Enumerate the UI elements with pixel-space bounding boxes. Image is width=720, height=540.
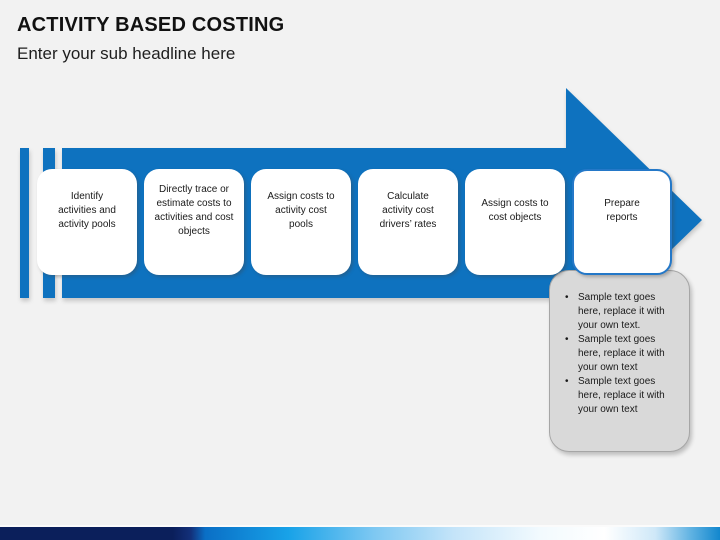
step-label: Prepare reports <box>604 198 640 223</box>
bottom-accent-bar <box>0 525 720 540</box>
step-box-trace-costs: Directly trace or estimate costs to acti… <box>144 169 244 275</box>
step-label: Identify activities and activity pools <box>58 191 116 230</box>
step-label: Calculate activity cost drivers’ rates <box>379 191 437 230</box>
step-label: Assign costs to activity cost pools <box>267 191 335 230</box>
list-item: • Sample text goes here, replace it with… <box>565 291 681 333</box>
slide-header: ACTIVITY BASED COSTING Enter your sub he… <box>17 13 667 64</box>
bullet-text: Sample text goes here, replace it with y… <box>578 292 665 331</box>
callout: • Sample text goes here, replace it with… <box>549 270 690 452</box>
bullet-icon: • <box>565 292 569 303</box>
bullet-text: Sample text goes here, replace it with y… <box>578 334 665 373</box>
bullet-list: • Sample text goes here, replace it with… <box>565 291 681 417</box>
step-box-identify-activities: Identify activities and activity pools <box>37 169 137 275</box>
step-box-prepare-reports: Prepare reports <box>572 169 672 275</box>
step-label: Assign costs to cost objects <box>481 198 549 223</box>
bullet-icon: • <box>565 376 569 387</box>
step-box-calculate-rates: Calculate activity cost drivers’ rates <box>358 169 458 275</box>
step-label: Directly trace or estimate costs to acti… <box>154 184 234 237</box>
list-item: • Sample text goes here, replace it with… <box>565 375 681 417</box>
bullet-text: Sample text goes here, replace it with y… <box>578 376 665 415</box>
bullet-icon: • <box>565 334 569 345</box>
arrow-stripe-1 <box>20 148 29 298</box>
step-box-assign-cost-objects: Assign costs to cost objects <box>465 169 565 275</box>
step-box-assign-cost-pools: Assign costs to activity cost pools <box>251 169 351 275</box>
list-item: • Sample text goes here, replace it with… <box>565 333 681 375</box>
page-title: ACTIVITY BASED COSTING <box>17 14 285 36</box>
page-subtitle: Enter your sub headline here <box>17 44 236 63</box>
